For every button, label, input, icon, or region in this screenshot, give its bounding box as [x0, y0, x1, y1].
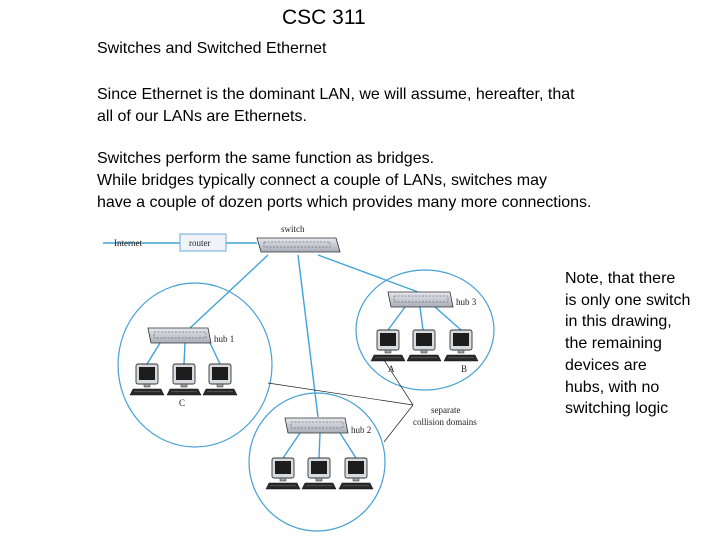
station-a-label: A [388, 364, 395, 374]
paragraph-line: all of our LANs are Ethernets. [97, 108, 307, 125]
hub-3: hub 3 [387, 291, 477, 308]
note-line: in this drawing, [565, 313, 672, 331]
station-b-label: B [461, 364, 467, 374]
computer-icon [129, 363, 165, 396]
computer-icon [443, 329, 479, 362]
link-switch-hub2 [297, 254, 319, 418]
hub-1: hub 1 [147, 327, 234, 344]
collision-domain-hub1 [117, 282, 273, 448]
note-line: Note, that there [565, 270, 676, 287]
link-switch-hub1 [189, 254, 269, 329]
hub2-label: hub 2 [351, 425, 371, 435]
paragraph-ethernet: Since Ethernet is the dominant LAN, we w… [97, 84, 677, 128]
paragraph-line: While bridges typically connect a couple… [97, 172, 547, 189]
computer-icon [406, 329, 442, 362]
paragraph-switches: Switches perform the same function as br… [97, 148, 697, 214]
separate-label: separate [431, 405, 460, 415]
computer-icon [301, 457, 337, 490]
paragraph-line: Switches perform the same function as br… [97, 150, 435, 167]
slide-subtitle: Switches and Switched Ethernet [97, 40, 327, 57]
note-line: switching logic [565, 400, 669, 418]
hub1-label: hub 1 [214, 334, 234, 344]
note-line: is only one switch [565, 291, 691, 309]
hub3-label: hub 3 [456, 297, 477, 307]
computer-icon [265, 457, 301, 490]
router-label: router [189, 238, 211, 248]
collision-domain-hub2 [248, 392, 386, 532]
computer-icon [202, 363, 238, 396]
collision-domains-label: collision domains [413, 417, 477, 427]
switch-device: switch [256, 224, 341, 253]
paragraph-line: have a couple of dozen ports which provi… [97, 194, 592, 211]
note-line: devices are [565, 356, 647, 374]
side-note: Note, that there is only one switch in t… [565, 268, 715, 420]
pointer-line [383, 359, 414, 406]
switch-label: switch [281, 224, 305, 234]
computer-icon [370, 329, 406, 362]
collision-domain-hub3 [355, 269, 495, 391]
router: router [179, 233, 227, 252]
computer-icon [166, 363, 202, 396]
slide-title: CSC 311 [282, 6, 366, 29]
computer-icon [338, 457, 374, 490]
note-line: the remaining [565, 335, 662, 353]
station-c-label: C [179, 398, 185, 408]
internet-label: Internet [114, 238, 142, 248]
note-line: hubs, with no [565, 378, 660, 396]
paragraph-line: Since Ethernet is the dominant LAN, we w… [97, 86, 575, 103]
hub-2: hub 2 [284, 417, 371, 435]
link-switch-hub3 [317, 254, 419, 293]
pointer-line [267, 382, 414, 406]
pointer-line [383, 404, 414, 443]
